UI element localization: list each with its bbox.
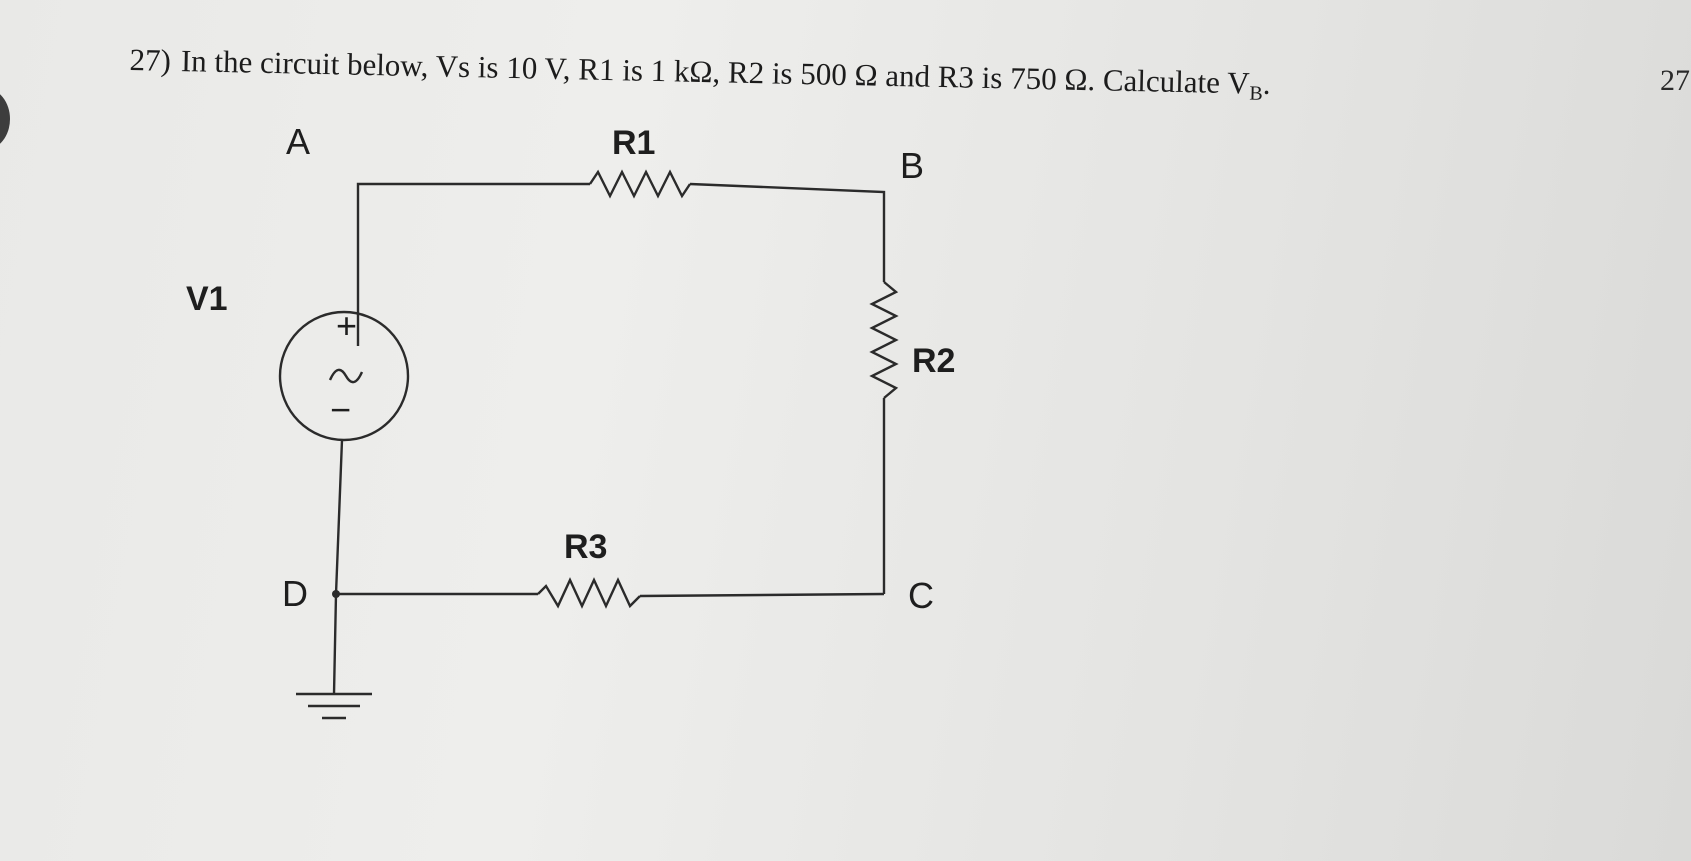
r3-label: R3 [564, 528, 607, 566]
node-d-dot [332, 590, 340, 598]
r1-label: R1 [612, 124, 655, 162]
source-plus: + [336, 305, 357, 346]
source-label: V1 [186, 280, 228, 318]
wire-top-left [356, 182, 590, 346]
resistor-r2 [869, 281, 899, 399]
voltage-source-v1 [278, 310, 410, 442]
node-c-label: C [908, 575, 934, 616]
node-b-label: B [900, 145, 924, 186]
wire-source-down [332, 439, 344, 695]
resistor-r1 [589, 169, 691, 199]
resistor-r3 [537, 577, 641, 609]
node-a-label: A [286, 121, 310, 162]
ground-symbol [296, 692, 372, 720]
page-number: 27 [1660, 64, 1690, 97]
r2-label: R2 [912, 342, 955, 380]
wire-top-right [689, 182, 886, 282]
node-d-label: D [282, 573, 308, 614]
ac-symbol [328, 368, 364, 384]
source-minus: − [330, 389, 351, 430]
binding-shadow [0, 88, 10, 150]
wire-bottom-right [639, 592, 885, 598]
